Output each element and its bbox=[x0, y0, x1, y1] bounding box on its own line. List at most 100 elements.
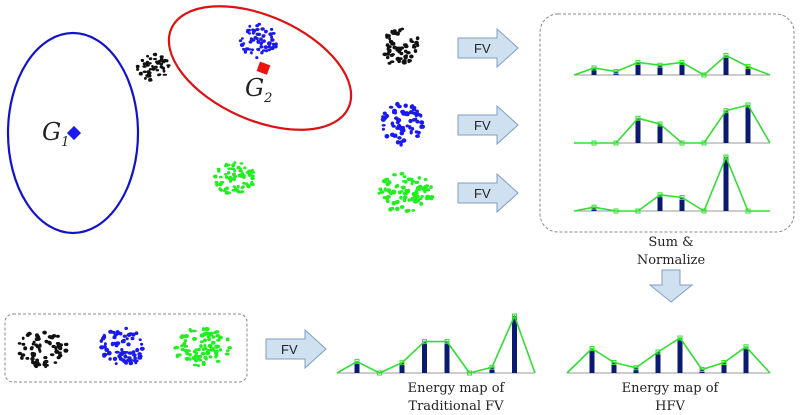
histogram-bar bbox=[611, 362, 617, 373]
cluster-dot bbox=[392, 45, 398, 50]
cluster-dot bbox=[423, 178, 428, 181]
cluster-dot bbox=[37, 363, 42, 367]
cluster-dot bbox=[56, 356, 61, 360]
cluster-dot bbox=[155, 69, 160, 72]
cluster-dot bbox=[403, 44, 409, 49]
cluster-dot bbox=[122, 334, 127, 338]
histogram-bar bbox=[444, 341, 450, 373]
cluster-dot bbox=[390, 121, 395, 126]
cluster-dot bbox=[159, 55, 164, 59]
histogram-point bbox=[444, 339, 450, 345]
cluster-dot bbox=[130, 336, 135, 341]
cluster-dot bbox=[217, 335, 222, 340]
cluster-dot bbox=[203, 331, 208, 335]
cluster-dot bbox=[188, 353, 192, 357]
cluster-dot bbox=[399, 140, 404, 144]
histogram-point bbox=[723, 52, 729, 58]
cluster-dot bbox=[54, 349, 60, 354]
cluster-dot bbox=[123, 354, 128, 359]
cluster-dot bbox=[35, 333, 39, 338]
cluster-dot bbox=[206, 348, 211, 352]
cluster-dot bbox=[142, 62, 147, 66]
cluster-dot bbox=[388, 207, 393, 212]
histogram-point bbox=[721, 360, 727, 365]
cluster-dot bbox=[395, 206, 400, 212]
cluster-dot bbox=[191, 355, 196, 361]
cluster-dot bbox=[30, 346, 34, 349]
cluster-dot bbox=[144, 76, 147, 80]
histogram-bar bbox=[635, 118, 641, 143]
cluster-dot bbox=[108, 329, 113, 334]
cluster-dot bbox=[260, 51, 264, 55]
histogram-point bbox=[679, 59, 685, 65]
cluster-dot bbox=[120, 351, 125, 355]
cluster-dot bbox=[106, 350, 112, 356]
cluster-dot bbox=[391, 32, 397, 35]
histogram-point bbox=[679, 140, 685, 146]
cluster-dot bbox=[204, 356, 208, 361]
cluster-dot bbox=[194, 351, 199, 355]
cluster-dot bbox=[203, 338, 207, 342]
cluster-dot bbox=[270, 35, 274, 39]
histogram-point bbox=[512, 313, 517, 319]
cluster-dot bbox=[386, 177, 390, 182]
cluster-dot bbox=[27, 331, 32, 336]
histogram-bar bbox=[745, 66, 751, 75]
histogram-point bbox=[701, 140, 707, 146]
cluster-dot bbox=[223, 189, 227, 192]
cluster-dot bbox=[411, 209, 416, 212]
cluster-dot bbox=[101, 345, 107, 349]
cluster-dot bbox=[17, 342, 22, 345]
hfv-caption-2: HFV bbox=[655, 399, 685, 414]
cluster-dot bbox=[269, 27, 274, 31]
cluster-dot bbox=[251, 171, 256, 174]
cluster-dot bbox=[270, 38, 275, 42]
histogram-point bbox=[745, 64, 751, 70]
cluster-dot bbox=[126, 342, 131, 347]
cluster-dot bbox=[259, 38, 264, 41]
histogram-panel bbox=[539, 13, 795, 233]
cluster-dot bbox=[148, 71, 152, 75]
histogram-point bbox=[591, 140, 597, 146]
cluster-dot bbox=[413, 49, 418, 53]
fv-label-2: FV bbox=[474, 118, 491, 133]
cluster-dot bbox=[391, 189, 397, 194]
cluster-dot bbox=[103, 342, 107, 346]
cluster-dot bbox=[36, 336, 41, 341]
histogram-point bbox=[655, 349, 661, 355]
histogram-bar bbox=[657, 124, 663, 143]
cluster-dot bbox=[396, 200, 400, 204]
histogram-point bbox=[591, 65, 597, 71]
histogram-point bbox=[354, 359, 360, 365]
cluster-dot bbox=[250, 176, 255, 181]
cluster-dot bbox=[394, 133, 398, 138]
cluster-dot bbox=[379, 190, 385, 195]
sum-normalize-caption-1: Sum & bbox=[648, 235, 693, 250]
blue-cluster-row bbox=[380, 101, 425, 147]
cluster-dot bbox=[412, 196, 416, 200]
cluster-dot bbox=[411, 105, 417, 110]
cluster-dot bbox=[99, 339, 104, 343]
cluster-dot bbox=[196, 364, 200, 368]
black-cluster-bottom bbox=[17, 330, 69, 369]
cluster-dot bbox=[240, 171, 244, 176]
cluster-dot bbox=[377, 191, 381, 195]
cluster-dot bbox=[224, 352, 230, 356]
cluster-dot bbox=[251, 182, 255, 187]
histogram-point bbox=[745, 102, 751, 108]
histogram-point bbox=[657, 121, 663, 127]
cluster-dot bbox=[404, 191, 409, 196]
cluster-dot bbox=[199, 340, 204, 344]
black-cluster-row bbox=[382, 27, 420, 65]
cluster-dot bbox=[416, 186, 421, 191]
cluster-dot bbox=[20, 355, 24, 360]
cluster-dot bbox=[429, 195, 435, 200]
cluster-dot bbox=[218, 187, 222, 191]
cluster-dot bbox=[263, 45, 269, 50]
cluster-dot bbox=[202, 347, 208, 351]
cluster-dot bbox=[247, 169, 252, 173]
cluster-dot bbox=[227, 191, 231, 195]
cluster-dot bbox=[183, 348, 189, 353]
cluster-dot bbox=[114, 350, 120, 354]
cluster-dot bbox=[204, 326, 210, 332]
